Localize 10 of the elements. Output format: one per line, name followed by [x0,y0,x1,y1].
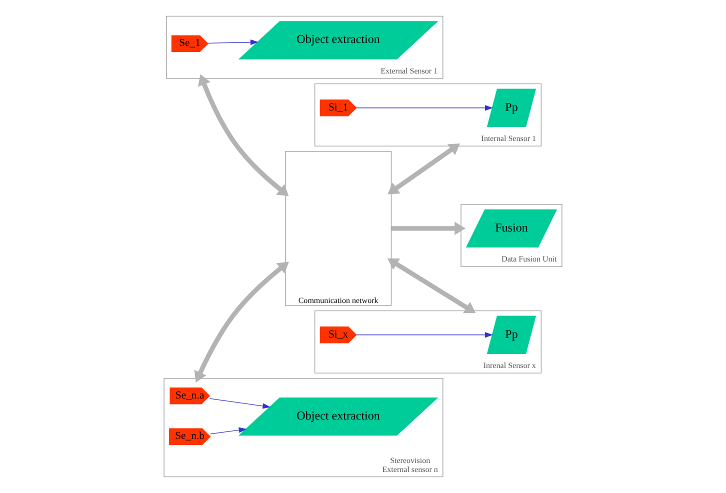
arrow [388,143,460,194]
arrow [356,105,494,111]
arrow [198,74,289,196]
arrow [210,427,247,434]
arrow [391,222,466,236]
arrow [209,398,271,409]
arrow [208,39,258,46]
arrow [356,332,494,338]
arrow [387,258,476,314]
arrow [194,262,289,382]
